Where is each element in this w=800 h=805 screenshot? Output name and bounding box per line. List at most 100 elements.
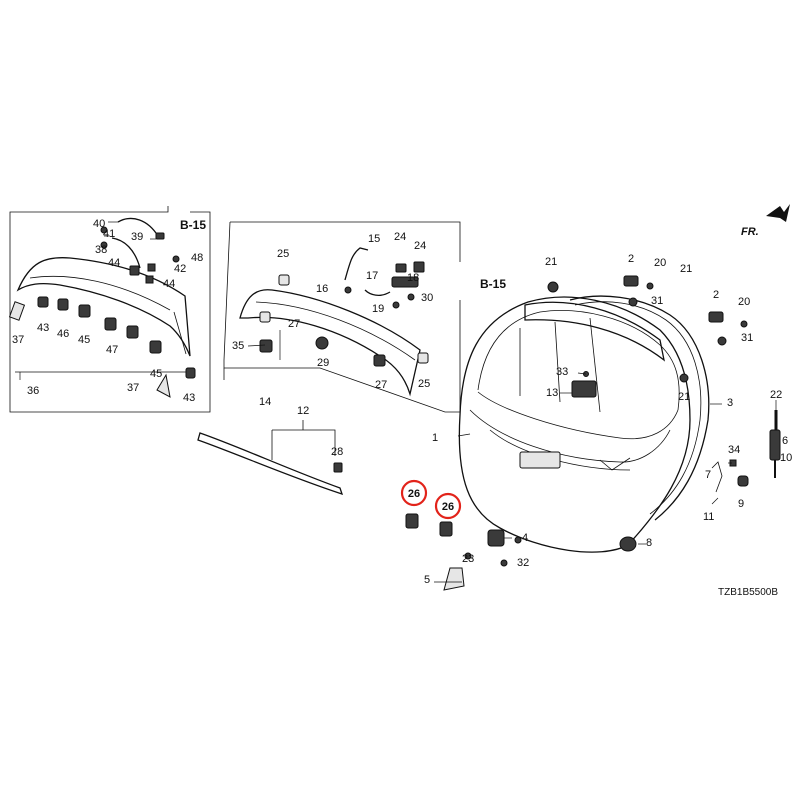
callout-label: 23 [462, 553, 474, 565]
callout-label: 21 [680, 263, 692, 275]
callout-label: 24 [414, 240, 426, 252]
highlight-circle [400, 479, 428, 507]
callout-label: 27 [288, 318, 300, 330]
tailgate-hinge [623, 275, 639, 287]
callout-label: 21 [545, 256, 557, 268]
section-ref-b15-left: B-15 [180, 218, 206, 232]
callout-label: 28 [331, 446, 343, 458]
callout-label: 42 [174, 263, 186, 275]
callout-label: 16 [316, 283, 328, 295]
spoiler-box [8, 206, 211, 413]
callout-label: 13 [546, 387, 558, 399]
callout-label: 37 [127, 382, 139, 394]
front-direction-arrow [766, 204, 790, 222]
tailgate-handle [443, 567, 465, 591]
callout-label: 20 [654, 257, 666, 269]
callout-label: 33 [556, 366, 568, 378]
callout-label: 48 [191, 252, 203, 264]
tailgate-switch [391, 276, 419, 288]
spoiler-pad [185, 367, 196, 379]
callout-label: 7 [705, 469, 711, 481]
highlight-circle [434, 492, 462, 520]
callout-label: 44 [108, 257, 120, 269]
gas-strut [769, 429, 781, 461]
spoiler-pad [37, 296, 49, 308]
spoiler-pad [57, 298, 69, 311]
callout-label: 32 [517, 557, 529, 569]
tailgate [405, 275, 781, 591]
callout-label: 25 [418, 378, 430, 390]
callout-label: 3 [727, 397, 733, 409]
tape [8, 301, 26, 321]
callout-label: 26 [442, 501, 454, 513]
garnish-clip [405, 513, 419, 529]
garnish-clip [439, 521, 453, 537]
spoiler-pad [78, 304, 91, 318]
spoiler-pad [104, 317, 117, 331]
callout-label: 25 [277, 248, 289, 260]
callout-label: 45 [78, 334, 90, 346]
callout-label: 34 [728, 444, 740, 456]
callout-label: 8 [646, 537, 652, 549]
callout-label: 5 [424, 574, 430, 586]
callout-label: 47 [106, 344, 118, 356]
callout-label: 30 [421, 292, 433, 304]
callout-label: 22 [770, 389, 782, 401]
spoiler-pad [149, 340, 162, 354]
callout-label: 31 [741, 332, 753, 344]
callout-label: 11 [703, 511, 714, 523]
section-ref-b15-middle: B-15 [480, 277, 506, 291]
callout-label: 1 [432, 432, 438, 444]
weatherstrip [569, 295, 710, 521]
washer-nozzle [129, 265, 140, 276]
callout-label: 18 [407, 272, 419, 284]
callout-label: 35 [232, 340, 244, 352]
callout-label: 26 [408, 488, 420, 500]
callout-label: 27 [375, 379, 387, 391]
callout-label: 37 [12, 334, 24, 346]
callout-label: 19 [372, 303, 384, 315]
callout-label: 15 [368, 233, 380, 245]
callout-label: 43 [183, 392, 195, 404]
callout-label: 20 [738, 296, 750, 308]
callout-label: 43 [37, 322, 49, 334]
tailgate-hinge [708, 311, 724, 323]
callout-label: 29 [317, 357, 329, 369]
callout-label: 44 [163, 278, 175, 290]
callout-label: 21 [678, 391, 690, 403]
callout-label: 12 [297, 405, 309, 417]
diagram-code: TZB1B5500B [718, 587, 778, 598]
spoiler-body [16, 256, 191, 357]
garnish-box [223, 221, 461, 413]
tailgate-latch [571, 380, 597, 398]
callout-label: 6 [782, 435, 788, 447]
callout-label: 14 [259, 396, 271, 408]
direction-label: FR. [741, 226, 759, 238]
callout-label: 4 [522, 532, 528, 544]
tape [156, 373, 171, 398]
callout-label: 2 [628, 253, 634, 265]
callout-label: 41 [103, 228, 115, 240]
callout-label: 24 [394, 231, 406, 243]
leader-lines [15, 221, 777, 583]
callout-label: 10 [780, 452, 792, 464]
callout-label: 38 [95, 244, 107, 256]
tailgate-outer-panel [458, 296, 691, 553]
callout-label: 36 [27, 385, 39, 397]
spoiler-pad [126, 325, 139, 339]
callout-label: 39 [131, 231, 143, 243]
tailgate-stopper [619, 536, 637, 552]
actuator [487, 529, 505, 547]
callout-label: 9 [738, 498, 744, 510]
callout-label: 17 [366, 270, 378, 282]
callout-label: 46 [57, 328, 69, 340]
callout-label: 45 [150, 368, 162, 380]
callout-label: 31 [651, 295, 663, 307]
callout-label: 40 [93, 218, 105, 230]
tailgate-trim-strip [197, 432, 344, 496]
garnish-body [239, 289, 421, 397]
callout-label: 2 [713, 289, 719, 301]
